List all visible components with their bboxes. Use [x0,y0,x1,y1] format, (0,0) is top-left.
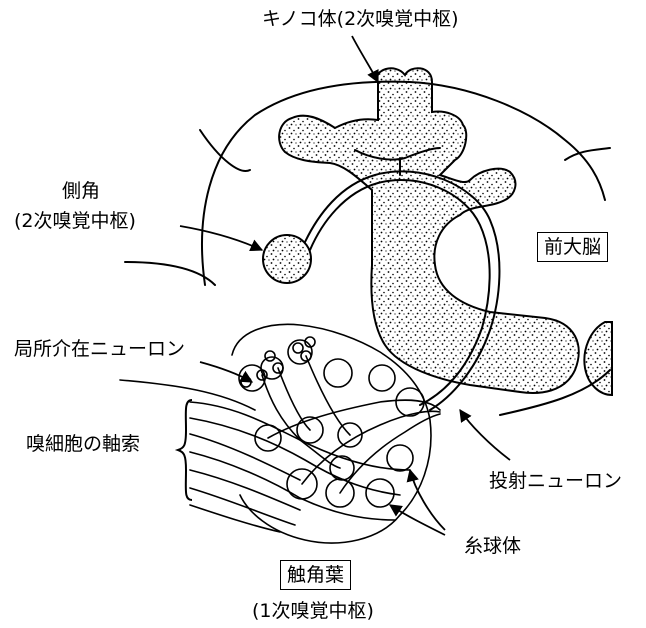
lateral-horn-sublabel: (2次嗅覚中枢) [14,210,136,232]
interneuron-neurite [306,356,350,435]
right-lobe-fragment [584,322,612,395]
arrow-glomerulus-1 [410,470,445,530]
arrow-projection-neuron [460,410,510,460]
interneuron-soma [265,351,275,361]
glomerulus [369,365,395,391]
olfactory-axon [190,452,395,520]
arrow-local-interneuron [200,362,252,382]
antennal-lobe-label: 触角葉 [280,560,351,590]
mushroom-body [279,68,579,393]
projection-neuron-label: 投射ニューロン [489,470,622,492]
primary-center-label: (1次嗅覚中枢) [252,600,374,622]
olfactory-axon-label: 嗅細胞の軸索 [26,433,140,455]
glomerulus [330,456,354,480]
olfactory-axon [190,488,295,525]
lateral-horn-label: 側角 [62,180,100,202]
brain-outline-lower-left [125,262,215,285]
protocerebrum-label: 前大脳 [537,232,608,262]
glomerulus [387,445,413,471]
mushroom-body-label: キノコ体(2次嗅覚中枢) [262,8,459,30]
arrow-mushroom-body [352,36,378,82]
local-interneuron-label: 局所介在ニューロン [14,338,185,360]
olfactory-axon [120,380,255,410]
brain-outline-right-edge [565,148,610,160]
axon-bundle-bracket [178,400,192,500]
projection-neuron-fibre [340,414,440,493]
lateral-horn [263,235,311,283]
olfactory-axon [190,402,410,470]
interneuron-soma [293,343,303,353]
olfactory-axon [190,505,280,532]
arrow-lateral-horn [180,226,262,250]
glomerulus-label: 糸球体 [464,535,521,557]
glomerulus [324,359,352,387]
